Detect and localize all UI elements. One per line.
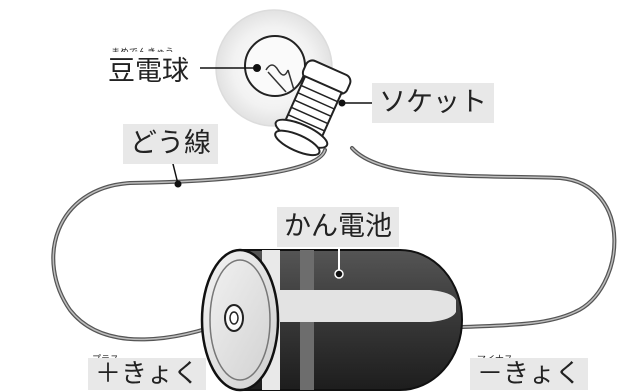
bulb-lead-1 <box>267 71 287 93</box>
battery-label: かん電池 <box>277 207 399 247</box>
wire-label: どう線 <box>123 124 218 164</box>
plus-label: ＋きょく <box>88 358 207 390</box>
pointer-wire <box>171 159 179 185</box>
minus-label: －きょく <box>470 358 589 390</box>
socket <box>274 59 352 157</box>
bulb-label: 豆電球 <box>104 52 193 92</box>
bulb-filament <box>265 64 289 76</box>
bulb-lead-2 <box>287 69 295 91</box>
dry-cell-battery <box>200 248 463 392</box>
wire-right-core <box>351 147 616 328</box>
wire-left-core <box>52 149 326 341</box>
socket-label: ソケット <box>372 83 494 123</box>
